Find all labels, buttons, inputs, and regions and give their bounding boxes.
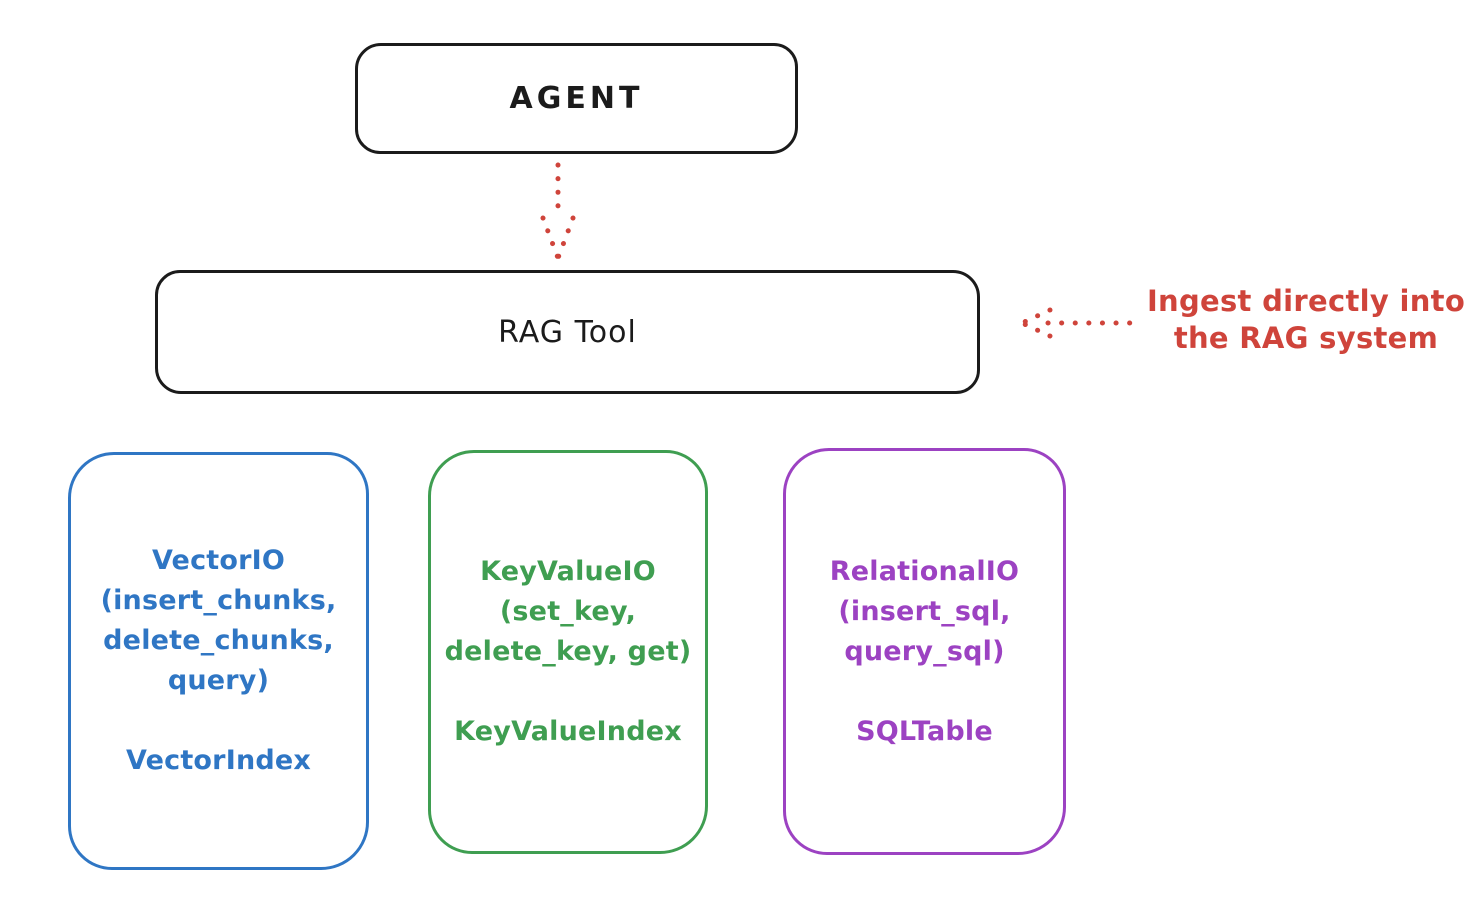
keyvalue-io-line-1: KeyValueIO (480, 556, 656, 587)
ingest-annotation-arrow (1019, 307, 1135, 339)
relational-io-node: RelationalIO (insert_sql, query_sql) SQL… (783, 448, 1066, 855)
vector-io-text: VectorIO (insert_chunks, delete_chunks, … (101, 541, 337, 781)
keyvalue-index-label: KeyValueIndex (454, 716, 682, 747)
vector-index-label: VectorIndex (125, 745, 312, 776)
vector-io-line-1: VectorIO (151, 545, 286, 576)
keyvalue-io-line-3: delete_key, get) (444, 636, 692, 667)
sqltable-label: SQLTable (856, 715, 993, 747)
agent-label: AGENT (509, 81, 644, 116)
relational-io-line-3: query_sql) (844, 635, 1005, 667)
ingest-annotation-line-1: Ingest directly into (1146, 284, 1466, 318)
agent-node: AGENT (355, 43, 798, 154)
relational-io-line-2: (insert_sql, (838, 595, 1011, 627)
ingest-annotation-line-2: the RAG system (1173, 321, 1439, 355)
keyvalue-io-line-2: (set_key, (499, 596, 637, 627)
vector-io-node: VectorIO (insert_chunks, delete_chunks, … (68, 452, 369, 870)
relational-io-line-1: RelationalIO (829, 555, 1020, 587)
rag-tool-label: RAG Tool (498, 314, 637, 350)
rag-tool-node: RAG Tool (155, 270, 980, 394)
ingest-annotation: Ingest directly into the RAG system (1138, 283, 1474, 357)
keyvalue-io-node: KeyValueIO (set_key, delete_key, get) Ke… (428, 450, 708, 854)
vector-io-line-2: (insert_chunks, (100, 585, 337, 616)
vector-io-line-4: query) (167, 665, 270, 696)
agent-to-ragtool-arrow (540, 162, 576, 261)
keyvalue-io-text: KeyValueIO (set_key, delete_key, get) Ke… (445, 552, 692, 752)
vector-io-line-3: delete_chunks, (103, 625, 334, 656)
relational-io-text: RelationalIO (insert_sql, query_sql) SQL… (830, 552, 1019, 752)
